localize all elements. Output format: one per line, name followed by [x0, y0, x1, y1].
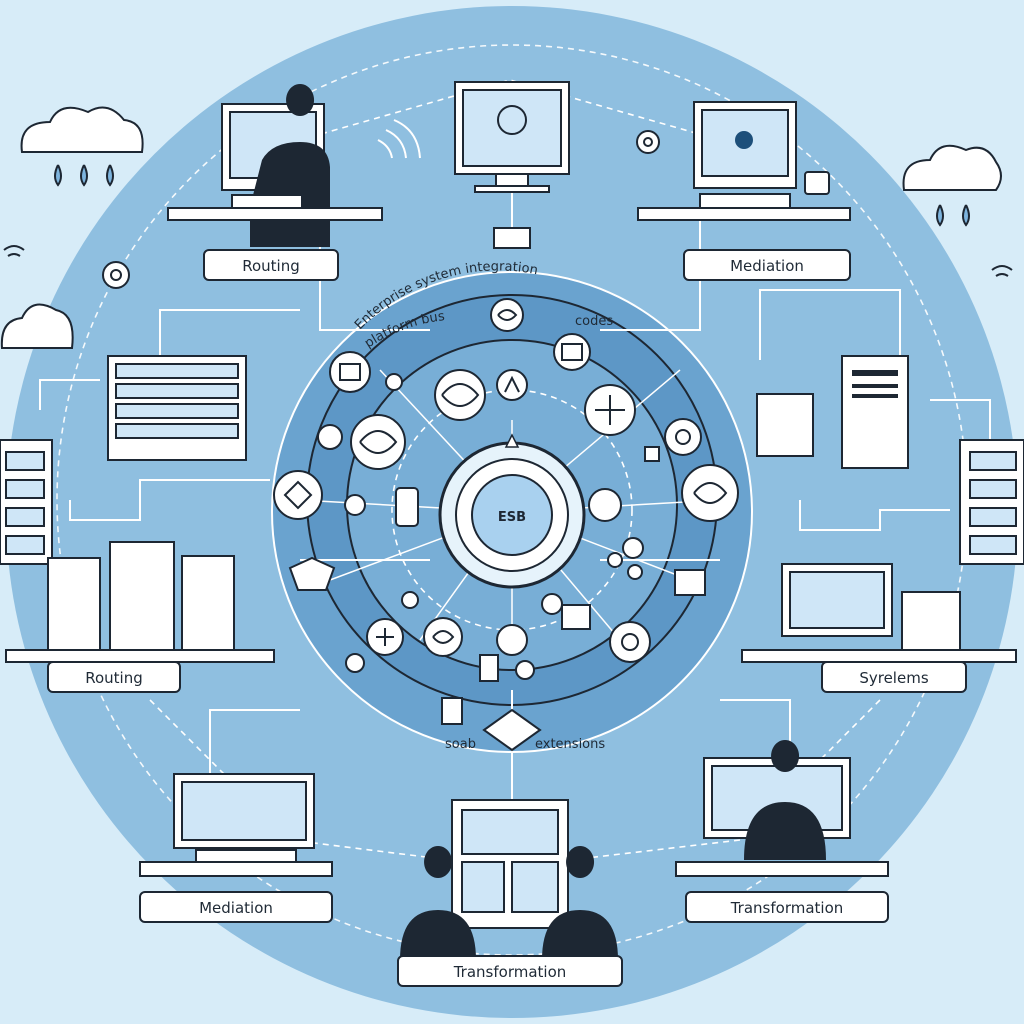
server-rack-far-left [0, 439, 53, 565]
station-label: Syrelems [859, 669, 928, 687]
station-bottom-center [400, 799, 618, 960]
server-rack-far-right [959, 439, 1024, 565]
documents-right [756, 355, 909, 469]
node-icon [329, 351, 371, 393]
person-silhouette [744, 740, 826, 860]
station-mid-right [741, 563, 1017, 663]
label-box-transformation-center[interactable]: Transformation [397, 955, 623, 987]
node-icon [273, 470, 323, 520]
node-icon [553, 333, 591, 371]
node-icon [345, 653, 365, 673]
wifi-icon [3, 245, 25, 257]
node-icon [395, 487, 419, 527]
gear-icon [636, 130, 660, 154]
node-icon [496, 369, 528, 401]
node-icon [644, 446, 660, 462]
node-icon [344, 494, 366, 516]
wifi-icon [377, 119, 421, 159]
hub-label: ESB [498, 510, 526, 525]
label-box-routing-top[interactable]: Routing [203, 249, 339, 281]
node-icon [541, 593, 563, 615]
coffee-cup-icon [804, 171, 830, 195]
label-box-transformation-right[interactable]: Transformation [685, 891, 889, 923]
gear-icon [735, 131, 753, 149]
node-icon [288, 556, 336, 591]
label-box-mediation-top[interactable]: Mediation [683, 249, 851, 281]
node-icon [479, 654, 535, 682]
node-icon [681, 464, 739, 522]
station-label: Routing [242, 257, 300, 275]
ring-label-soab: soab [445, 737, 476, 752]
node-icon [317, 424, 343, 450]
label-box-systems[interactable]: Syrelems [821, 661, 967, 693]
service-nodes [273, 298, 739, 752]
station-label: Mediation [730, 257, 804, 275]
station-label: Mediation [199, 899, 273, 917]
station-bottom-left [139, 773, 333, 877]
node-icon [607, 537, 644, 580]
node-icon [385, 373, 403, 391]
node-icon [441, 697, 463, 725]
label-box-routing-mid[interactable]: Routing [47, 661, 181, 693]
cloud-icon [20, 106, 144, 187]
node-icon [588, 488, 622, 522]
ring-label-extensions: extensions [535, 737, 605, 752]
label-box-mediation-bottom[interactable]: Mediation [139, 891, 333, 923]
node-icon [584, 384, 636, 436]
node-icon [482, 708, 542, 752]
node-icon [674, 569, 706, 596]
server-rack-left-upper [107, 355, 247, 461]
esb-hub[interactable]: ESB [438, 433, 586, 589]
node-icon [401, 591, 419, 609]
cloud-icon [0, 303, 74, 349]
node-icon [423, 617, 463, 657]
node-icon [434, 369, 486, 421]
person-silhouette [400, 846, 476, 960]
person-silhouette [542, 846, 618, 960]
station-bottom-right [675, 740, 889, 877]
node-icon [350, 414, 406, 470]
node-icon [496, 624, 528, 656]
station-top-center [454, 81, 570, 249]
station-top-left [167, 84, 383, 248]
gear-icon [497, 105, 527, 135]
node-icon [490, 298, 524, 332]
station-label: Transformation [453, 963, 567, 981]
node-icon [366, 618, 404, 656]
wifi-icon [991, 265, 1013, 277]
node-icon [664, 418, 702, 456]
server-cluster-left [5, 541, 275, 663]
node-icon [561, 604, 591, 630]
cloud-icon [902, 144, 1002, 227]
station-top-right [637, 101, 851, 221]
station-label: Routing [85, 669, 143, 687]
station-label: Transformation [730, 899, 844, 917]
ring-label-codes: codes [575, 314, 613, 329]
node-icon [609, 621, 651, 663]
gear-icon [102, 261, 130, 289]
